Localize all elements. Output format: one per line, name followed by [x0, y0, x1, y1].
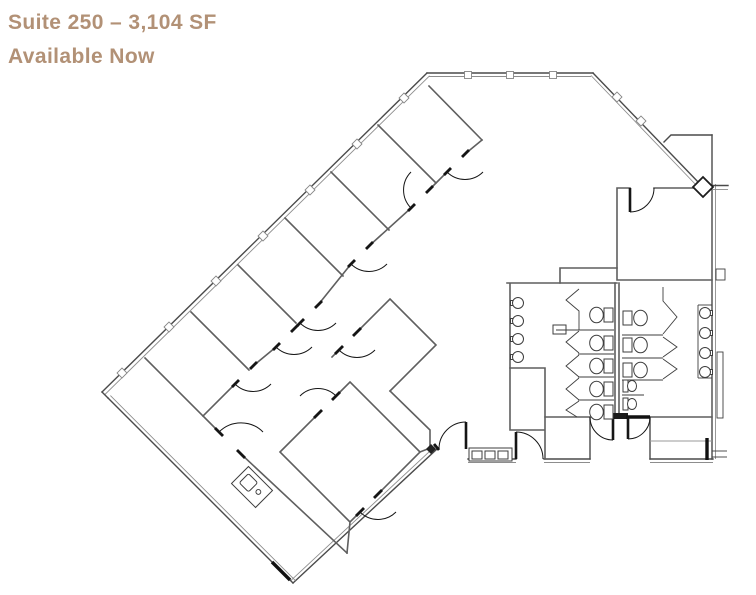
- sink-icon: [510, 333, 524, 345]
- toilet-icon: [589, 403, 614, 421]
- exterior-details: [705, 268, 727, 460]
- mens-restroom-fixtures: [622, 287, 713, 419]
- urinal-icon: [622, 397, 637, 411]
- window-mullions: [116, 71, 647, 379]
- toilet-icon: [589, 306, 614, 324]
- womens-restroom-fixtures: [510, 288, 614, 421]
- toilet-icon: [589, 334, 614, 352]
- door: [296, 300, 337, 331]
- title-block: Suite 250 – 3,104 SF Available Now: [8, 6, 217, 74]
- sink-icon: [699, 347, 713, 359]
- toilet-icon: [589, 380, 614, 398]
- sink-icon: [510, 315, 524, 327]
- urinal-icon: [622, 379, 637, 393]
- entry-door: [514, 431, 544, 460]
- door: [628, 187, 655, 213]
- toilet-icon: [622, 361, 648, 379]
- sink-icon: [699, 307, 713, 319]
- sink-icon: [510, 297, 524, 309]
- entry-door: [432, 421, 468, 451]
- toilet-icon: [622, 336, 648, 354]
- door: [626, 416, 651, 440]
- door: [403, 171, 434, 212]
- sink-icon: [510, 351, 524, 363]
- door: [214, 422, 264, 459]
- door: [355, 489, 397, 520]
- door: [299, 388, 341, 419]
- column-icon: [691, 175, 715, 199]
- kitchen-counter: [230, 465, 274, 509]
- suite-title: Suite 250 – 3,104 SF: [8, 11, 217, 34]
- door: [589, 416, 615, 441]
- exterior-walls: [101, 72, 729, 584]
- door: [347, 241, 388, 272]
- door: [334, 327, 376, 358]
- structural-columns: [426, 175, 715, 454]
- door: [272, 324, 313, 355]
- toilet-icon: [622, 309, 648, 327]
- stall-partitions: [552, 288, 614, 418]
- sink-icon: [699, 366, 713, 378]
- stall-partitions: [622, 287, 712, 419]
- toilet-icon: [589, 357, 614, 375]
- column-icon: [426, 444, 436, 454]
- availability-status: Available Now: [8, 45, 155, 68]
- door-swings: [214, 149, 655, 520]
- reception-counter: [468, 447, 513, 462]
- interior-walls: [143, 84, 713, 555]
- sink-icon: [699, 327, 713, 339]
- door: [443, 149, 484, 180]
- door: [231, 361, 272, 392]
